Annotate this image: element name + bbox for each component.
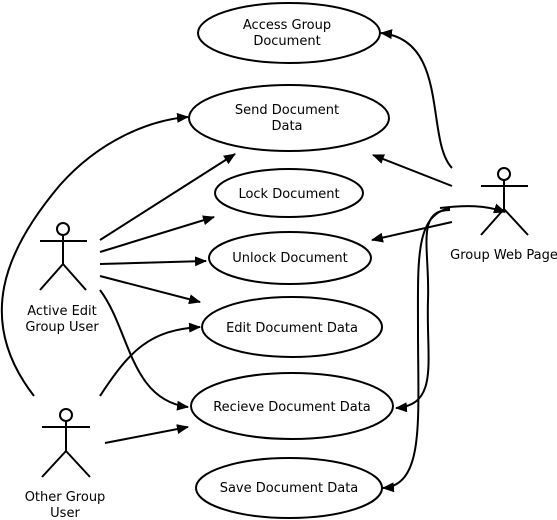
actor-label-line: Active Edit xyxy=(27,304,97,319)
use-case-label-line: Access Group xyxy=(243,18,331,33)
arrow-active-to-lock-document xyxy=(99,215,215,253)
actor-label-line: User xyxy=(50,506,80,520)
arrow-other-to-recieve-document-data xyxy=(104,424,189,444)
use-case-label-line: Save Document Data xyxy=(220,481,359,496)
use-case-label-line: Unlock Document xyxy=(232,251,347,266)
arrow-web-to-unlock-document xyxy=(371,221,453,243)
arrow-web-to-send-document-data xyxy=(372,154,453,187)
actor-group-web-page: Group Web Page xyxy=(450,167,557,263)
stick-figure-icon xyxy=(39,222,87,291)
arrow-web-page-self-link xyxy=(439,203,506,214)
use-case-label-line: Recieve Document Data xyxy=(213,400,371,415)
use-case-send-document-data: Send Document Data xyxy=(188,84,390,152)
stick-figure-icon xyxy=(480,167,529,236)
arrow-active-to-unlock-document xyxy=(99,256,207,267)
use-case-label-line: Document xyxy=(253,34,320,49)
actor-label-line: Group User xyxy=(25,320,99,335)
arrow-active-to-recieve-document-data xyxy=(99,289,189,411)
use-case-recieve-document-data: Recieve Document Data xyxy=(190,372,394,440)
use-case-edit-document-data: Edit Document Data xyxy=(201,296,383,358)
arrow-active-to-send-document-data xyxy=(99,153,236,241)
arrow-other-to-edit-document-data xyxy=(99,322,201,397)
actor-label-line: Other Group xyxy=(25,490,106,505)
use-case-label-line: Data xyxy=(271,119,302,134)
arrow-active-to-edit-document-data xyxy=(99,275,201,305)
actor-active-edit-group-user: Active Edit Group User xyxy=(25,222,99,335)
arrow-web-to-save-document-data xyxy=(382,207,451,493)
arrow-other-to-send-document-data xyxy=(0,112,189,397)
actor-label-line: Group Web Page xyxy=(450,248,557,263)
stick-figure-icon xyxy=(41,408,91,478)
use-case-access-group-document: Access Group Document xyxy=(197,2,381,64)
use-case-label-line: Lock Document xyxy=(238,187,339,202)
arrow-web-to-access-group-document xyxy=(380,29,453,169)
use-case-lock-document: Lock Document xyxy=(214,168,364,218)
use-case-label-line: Edit Document Data xyxy=(226,321,358,336)
use-case-label-line: Send Document xyxy=(235,103,339,118)
actor-other-group-user: Other Group User xyxy=(25,408,106,520)
use-case-unlock-document: Unlock Document xyxy=(208,231,372,285)
use-case-save-document-data: Save Document Data xyxy=(195,457,383,519)
